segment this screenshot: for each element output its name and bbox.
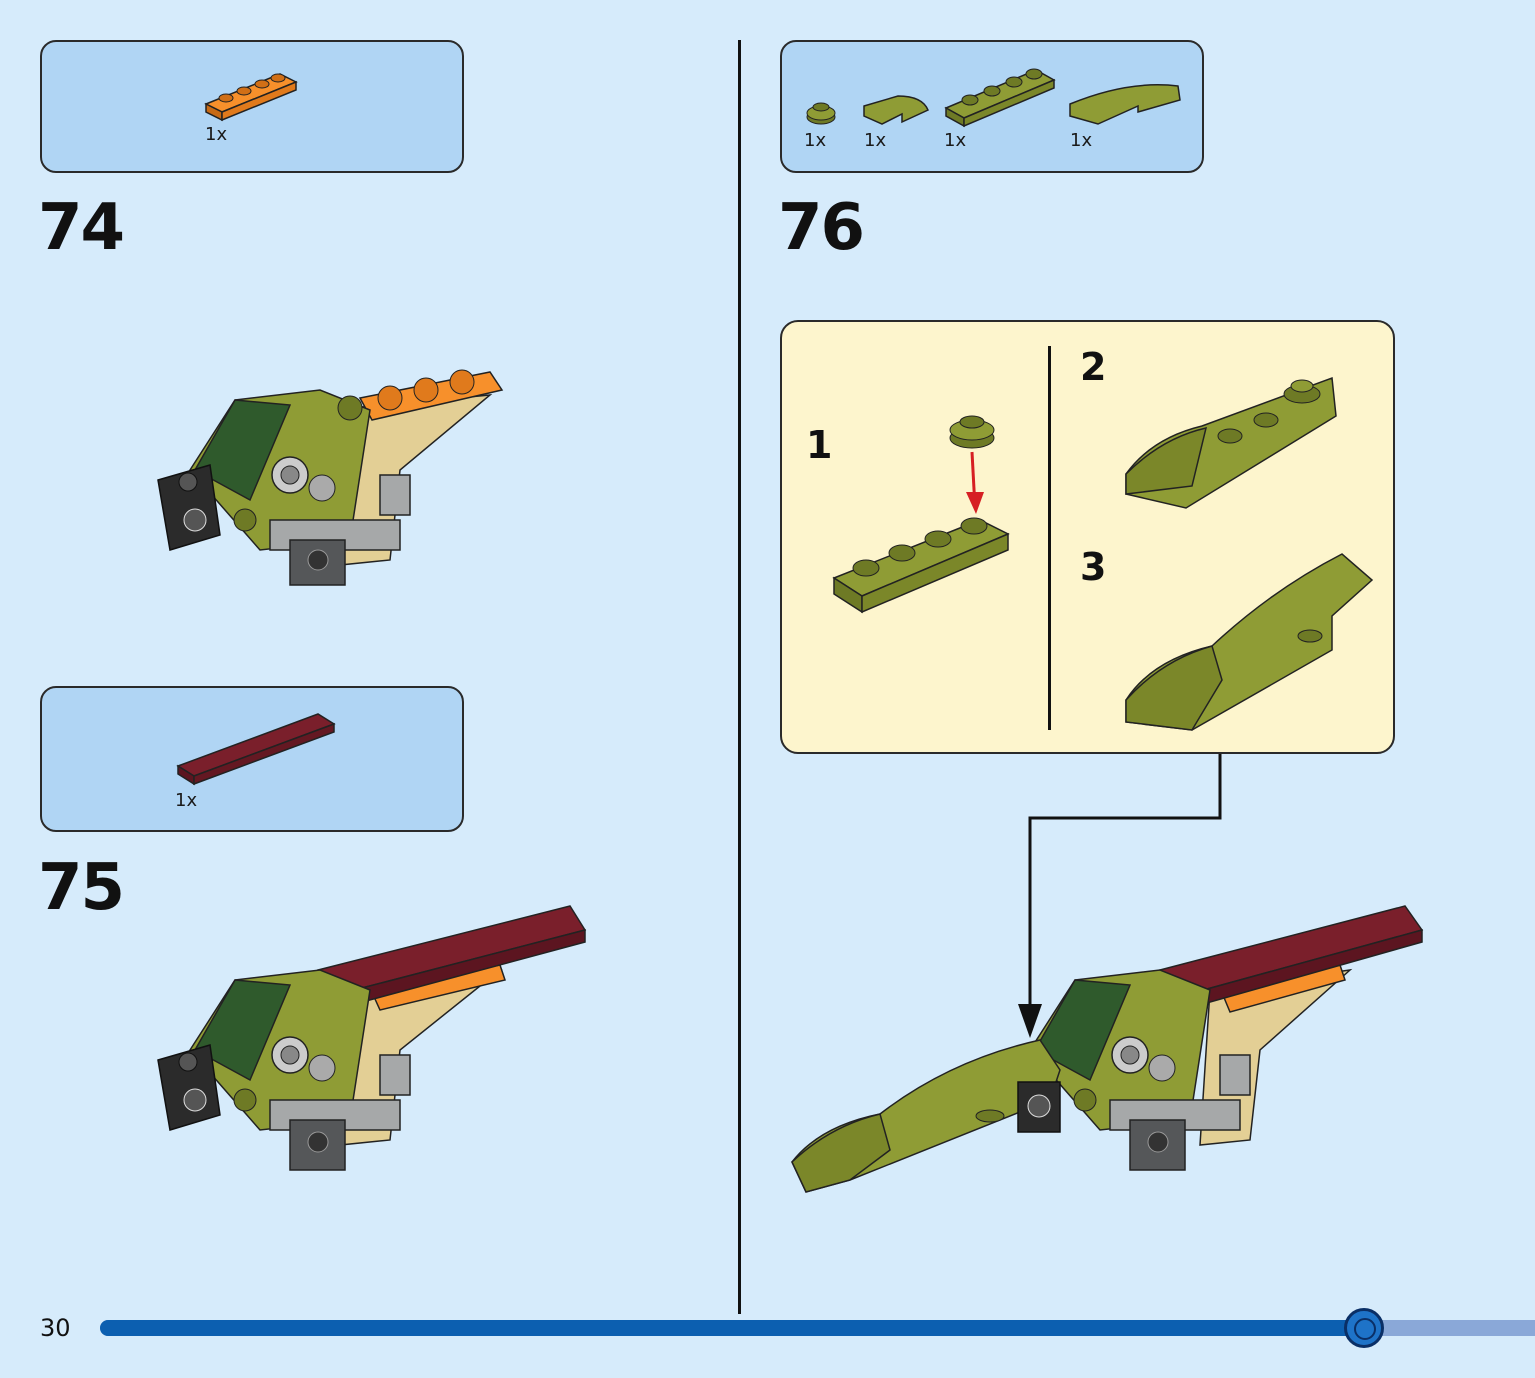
page-number: 30 bbox=[40, 1314, 71, 1342]
progress-fill bbox=[100, 1320, 1363, 1336]
model-assembly-step-75 bbox=[157, 905, 587, 1171]
part-qty: 1x bbox=[804, 130, 827, 151]
sub-assembly-box: 1 2 3 bbox=[780, 320, 1395, 754]
progress-marker bbox=[1343, 1308, 1384, 1348]
step-number: 76 bbox=[778, 191, 865, 265]
olive-plate-1x4-icon bbox=[944, 68, 1056, 128]
substep-number: 3 bbox=[1080, 545, 1107, 589]
orange-plate-1x4-icon bbox=[204, 73, 298, 122]
part-qty: 1x bbox=[864, 130, 887, 151]
part-qty: 1x bbox=[944, 130, 967, 151]
substep-number: 2 bbox=[1080, 345, 1107, 389]
part-qty: 1x bbox=[175, 790, 198, 811]
parts-callout-step-76: 1x 1x 1x 1x bbox=[780, 40, 1204, 173]
olive-curved-slope-icon bbox=[863, 95, 929, 125]
olive-round-plate-icon bbox=[806, 102, 836, 125]
model-assembly-step-74 bbox=[157, 369, 504, 586]
progress-track bbox=[100, 1308, 1535, 1348]
substep-number: 1 bbox=[806, 423, 833, 467]
substep-divider bbox=[1048, 346, 1051, 730]
step-number: 75 bbox=[38, 851, 125, 925]
part-qty: 1x bbox=[1070, 130, 1093, 151]
substep-3-illustration bbox=[1125, 553, 1374, 731]
model-assembly-step-76 bbox=[791, 905, 1424, 1193]
part-qty: 1x bbox=[205, 124, 228, 145]
substep-1-illustration bbox=[832, 415, 1010, 614]
step-number: 74 bbox=[38, 191, 125, 265]
parts-callout-step-74: 1x bbox=[40, 40, 464, 173]
olive-long-curved-slope-icon bbox=[1069, 84, 1181, 125]
substep-2-illustration bbox=[1125, 376, 1337, 509]
parts-callout-step-75: 1x bbox=[40, 686, 464, 832]
column-divider bbox=[738, 40, 741, 1314]
dark-red-tile-1x6-icon bbox=[176, 713, 336, 786]
connector-arrow bbox=[1018, 754, 1222, 1038]
